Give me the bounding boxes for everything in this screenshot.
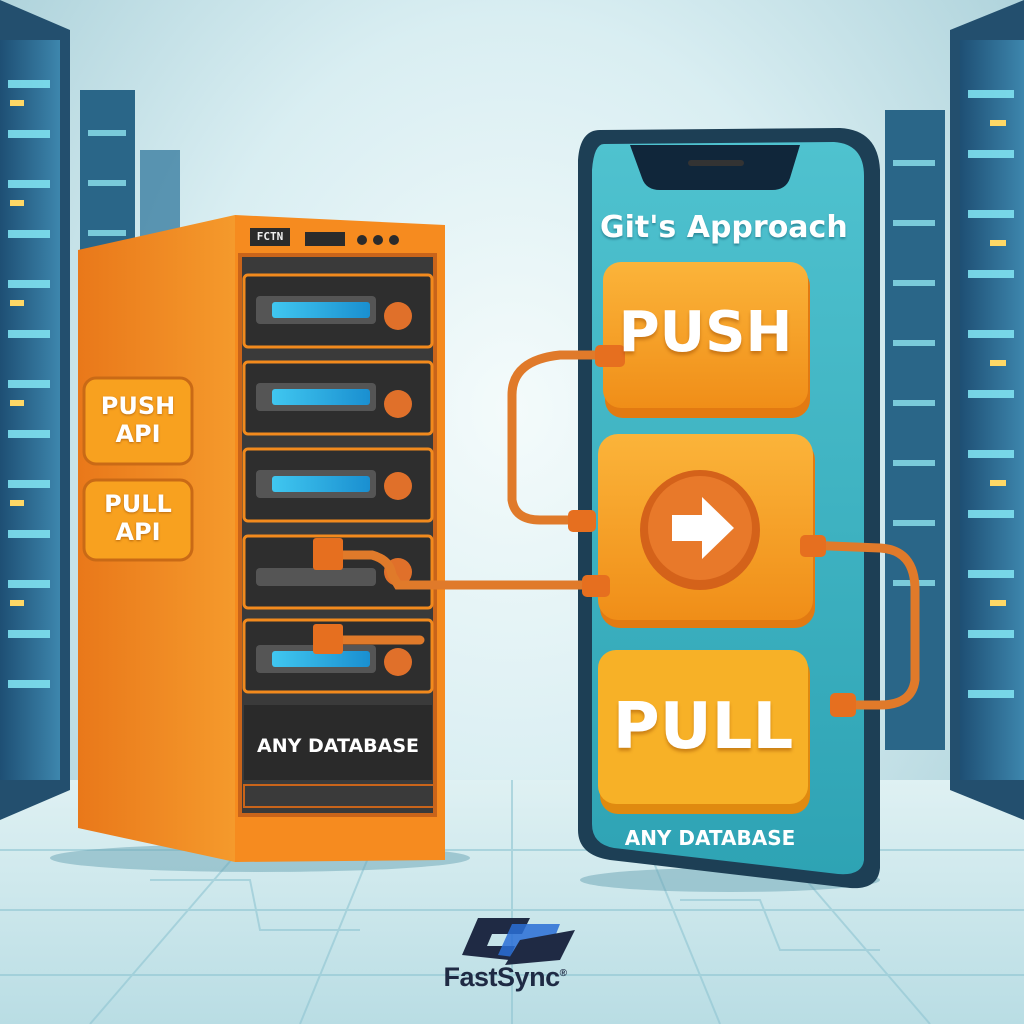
connection-cables	[337, 350, 920, 710]
drive-bay-5	[242, 618, 434, 694]
server-badge: FCTN	[256, 230, 284, 243]
fastsync-logo-mark	[462, 918, 575, 965]
pull-api-label: PULL API	[104, 490, 172, 546]
phone-database-label: ANY DATABASE	[624, 826, 796, 850]
pull-button[interactable]: PULL	[612, 690, 794, 764]
push-api-label: PUSH API	[100, 392, 176, 448]
fastsync-logo-text: FastSync®	[430, 962, 580, 993]
drive-bay-3	[242, 447, 434, 523]
background-rack-right	[885, 0, 1024, 820]
drive-bays	[242, 273, 435, 808]
phone-title: Git's Approach	[600, 210, 848, 245]
push-button[interactable]: PUSH	[618, 300, 793, 365]
background-rack-left	[0, 0, 180, 820]
drive-bay-2	[242, 360, 434, 436]
phone-buttons	[598, 262, 815, 814]
drive-bay-1	[242, 273, 434, 349]
cable-connectors	[313, 345, 856, 717]
server-database-label: ANY DATABASE	[256, 735, 420, 757]
server-side-plates	[82, 376, 194, 562]
drive-bay-4	[242, 534, 434, 610]
logo-registered-mark: ®	[559, 968, 567, 979]
logo-name: FastSync	[443, 962, 561, 992]
